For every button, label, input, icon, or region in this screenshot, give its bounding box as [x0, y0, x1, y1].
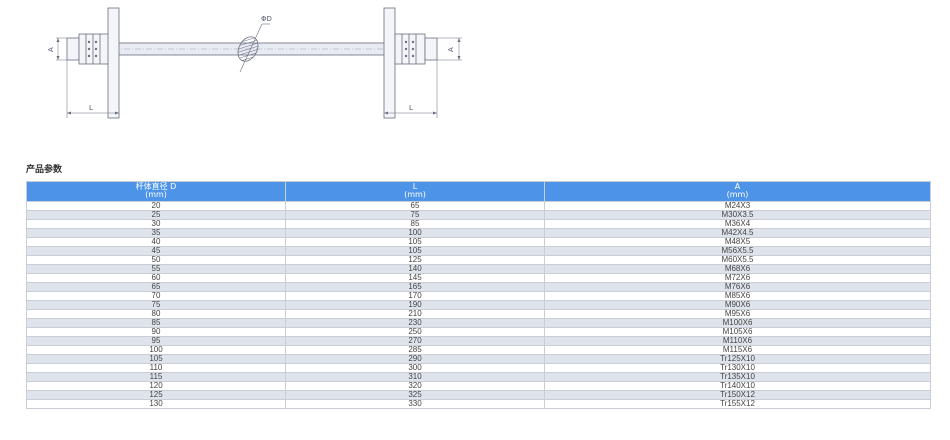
header-length: L (mm): [285, 181, 545, 202]
left-plate: [107, 7, 120, 119]
header-diameter-name: 杆体直径 D: [135, 182, 177, 191]
rod-section-mark: [237, 36, 259, 62]
tie-rod-diagram: A A L L ΦD: [47, 7, 462, 119]
right-washer-block: [394, 33, 426, 65]
right-plate: [383, 7, 396, 119]
cell-diameter: 130: [26, 399, 286, 409]
section-title: 产品参数: [26, 165, 63, 175]
header-thread-name: A: [734, 182, 741, 191]
table-header-row: 杆体直径 D (mm) L (mm) A (mm): [26, 181, 931, 202]
header-length-name: L: [412, 182, 418, 191]
header-thread: A (mm): [544, 181, 931, 202]
dim-l-left-label: L: [89, 104, 93, 112]
dim-a-left-label: A: [47, 47, 55, 52]
left-washer-block: [78, 33, 110, 65]
dim-d-label: ΦD: [261, 15, 272, 23]
header-length-unit: (mm): [404, 190, 426, 199]
left-nut: [66, 37, 80, 61]
right-nut: [424, 37, 438, 61]
header-diameter: 杆体直径 D (mm): [26, 181, 286, 202]
dim-l-right-label: L: [409, 104, 413, 112]
dim-a-right-label: A: [447, 47, 455, 52]
header-diameter-unit: (mm): [145, 190, 167, 199]
cell-length: 330: [285, 399, 545, 409]
header-thread-unit: (mm): [726, 190, 749, 199]
cell-thread: Tr155X12: [544, 399, 931, 409]
